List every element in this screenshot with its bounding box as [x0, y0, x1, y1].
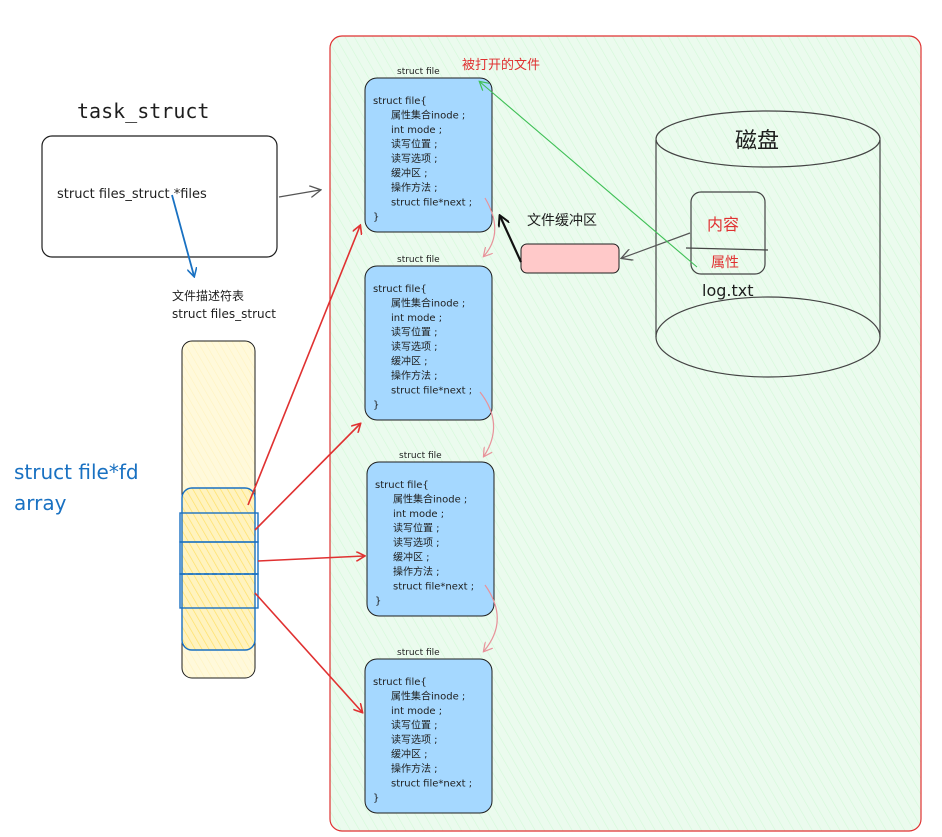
struct-file-2: struct file struct file{ 属性集合inode ; int mo… — [364, 255, 493, 421]
struct-file-line: 读写位置 ; — [391, 138, 438, 151]
struct-file-3: struct file struct file{ 属性集合inode ; int mo… — [366, 451, 495, 617]
struct-file-line: 缓冲区 ; — [391, 355, 428, 368]
fd-array-selection — [181, 487, 256, 651]
disk-cylinder — [655, 110, 881, 378]
task-struct-title: task_struct — [77, 99, 209, 123]
struct-file-line: 读写位置 ; — [393, 522, 440, 535]
struct-file-line: 读写选项 ; — [391, 733, 438, 746]
struct-file-line: } — [373, 793, 379, 804]
struct-file-box — [364, 658, 493, 814]
struct-file-1: struct file struct file{ 属性集合inode ; int mo… — [364, 67, 493, 233]
struct-file-caption: struct file — [397, 255, 440, 265]
struct-file-box — [364, 77, 493, 233]
struct-file-list: struct file struct file{ 属性集合inode ; int mo… — [364, 67, 495, 814]
fd-table-label-1: 文件描述符表 — [172, 288, 244, 303]
struct-file-line: int mode ; — [391, 125, 442, 136]
struct-file-line: 属性集合inode ; — [391, 690, 465, 703]
buffer-label: 文件缓冲区 — [527, 213, 597, 229]
next-arrow-2 — [479, 391, 495, 456]
struct-file-caption: struct file — [397, 648, 440, 658]
struct-file-line: 读写位置 ; — [391, 326, 438, 339]
struct-file-line: int mode ; — [393, 509, 444, 520]
files-to-fdtable-arrow — [171, 194, 194, 276]
fd-arrow-1 — [247, 226, 360, 506]
struct-file-line: int mode ; — [391, 706, 442, 717]
task-struct-files-field: struct files_struct *files — [57, 187, 207, 202]
struct-file-line: struct file{ — [373, 96, 427, 107]
struct-file-line: 读写位置 ; — [391, 719, 438, 732]
file-attr-label: 属性 — [711, 255, 739, 271]
file-content-label: 内容 — [707, 215, 739, 234]
fd-arrow-4 — [254, 592, 362, 712]
struct-file-line: 缓冲区 ; — [391, 748, 428, 761]
task-to-region-arrow — [278, 190, 320, 197]
struct-file-line: struct file{ — [373, 284, 427, 295]
struct-file-line: } — [373, 400, 379, 411]
fd-arrow-2 — [254, 424, 360, 531]
file-buffer — [520, 243, 620, 274]
opened-files-region — [329, 35, 922, 832]
struct-file-caption: struct file — [397, 67, 440, 77]
struct-file-line: struct file*next ; — [393, 582, 474, 593]
opened-files-title: 被打开的文件 — [462, 57, 540, 73]
content-to-buffer-arrow — [622, 232, 691, 258]
fd-array-label-1: struct file*fd — [14, 460, 139, 484]
struct-file-line: } — [375, 596, 381, 607]
struct-file-line: 读写选项 ; — [391, 152, 438, 165]
next-arrow-3 — [484, 584, 498, 651]
buffer-to-struct-arrow — [500, 216, 523, 263]
struct-file-line: struct file*next ; — [391, 386, 472, 397]
fd-array-label-2: array — [14, 491, 67, 515]
fd-arrow-3 — [257, 556, 364, 562]
fd-table-label-2: struct files_struct — [172, 307, 276, 321]
log-file-divider — [685, 247, 769, 251]
struct-file-line: 读写选项 ; — [393, 536, 440, 549]
struct-file-line: struct file*next ; — [391, 198, 472, 209]
task-struct-box — [41, 135, 278, 258]
struct-file-line: 操作方法 ; — [393, 565, 440, 578]
struct-file-line: struct file*next ; — [391, 779, 472, 790]
struct-file-line: 属性集合inode ; — [391, 297, 465, 310]
struct-file-line: struct file{ — [375, 480, 429, 491]
fd-slot-2 — [179, 573, 259, 609]
struct-file-line: 缓冲区 ; — [391, 167, 428, 180]
struct-file-4: struct file struct file{ 属性集合inode ; int mo… — [364, 648, 493, 814]
struct-file-line: struct file{ — [373, 677, 427, 688]
struct-file-line: 缓冲区 ; — [393, 551, 430, 564]
next-arrow-1 — [484, 197, 496, 256]
struct-file-line: } — [373, 212, 379, 223]
log-file-box — [690, 191, 766, 275]
disk-label: 磁盘 — [735, 129, 779, 154]
struct-file-line: 属性集合inode ; — [391, 109, 465, 122]
struct-file-caption: struct file — [399, 451, 442, 461]
struct-file-line: 读写选项 ; — [391, 340, 438, 353]
struct-file-line: 操作方法 ; — [391, 181, 438, 194]
struct-file-box — [364, 265, 493, 421]
attr-to-struct-arrow — [480, 82, 698, 268]
file-name-label: log.txt — [702, 281, 754, 300]
struct-file-line: 操作方法 ; — [391, 369, 438, 382]
struct-file-line: 操作方法 ; — [391, 762, 438, 775]
struct-file-line: int mode ; — [391, 313, 442, 324]
struct-file-line: 属性集合inode ; — [393, 493, 467, 506]
struct-file-box — [366, 461, 495, 617]
